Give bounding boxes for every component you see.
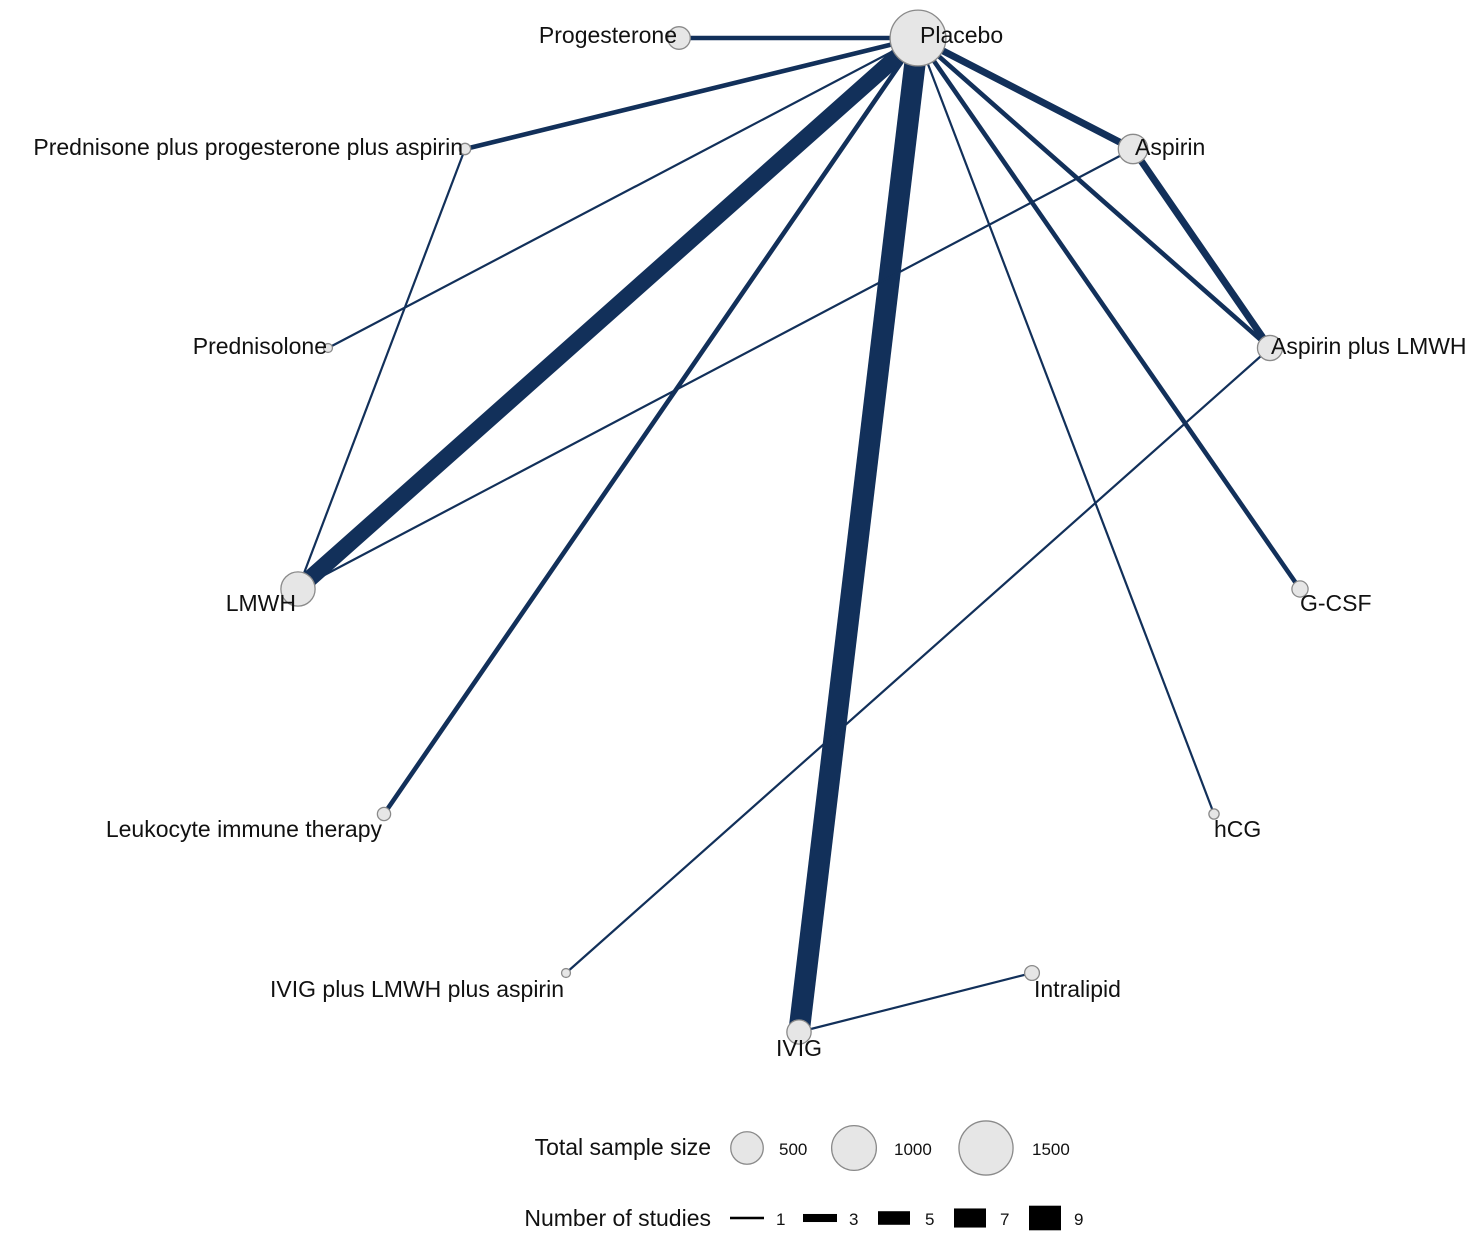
studies-legend-mark-3 — [803, 1213, 837, 1223]
studies-legend-mark-9 — [1029, 1205, 1061, 1231]
studies-legend-mark-1 — [730, 1216, 764, 1220]
size-legend-circle-1000 — [830, 1124, 878, 1172]
studies-legend-label-1: 1 — [776, 1210, 785, 1229]
node-label-gcsf: G-CSF — [1300, 590, 1372, 616]
node-prednisolone — [322, 342, 334, 354]
size-legend-circle-500 — [730, 1131, 764, 1165]
size-legend-label-500: 500 — [779, 1140, 807, 1159]
size-legend-label-1000: 1000 — [894, 1140, 932, 1159]
node-label-ivig: IVIG — [776, 1035, 822, 1061]
node-label-leuko: Leukocyte immune therapy — [106, 816, 383, 842]
studies-legend-title: Number of studies — [524, 1205, 711, 1231]
node-hcg — [1208, 808, 1220, 820]
edge-asp_lmwh-ivig_lmwh_asp — [565, 347, 1271, 974]
node-intralipid — [1023, 964, 1041, 982]
edge-ppa-lmwh — [296, 148, 467, 590]
edge-placebo-gcsf — [916, 36, 1302, 591]
node-label-lmwh: LMWH — [226, 590, 296, 616]
node-label-aspirin: Aspirin — [1135, 134, 1205, 160]
edge-aspirin-asp_lmwh — [1130, 147, 1273, 350]
nodes-layer — [280, 9, 1309, 1045]
node-label-asp_lmwh: Aspirin plus LMWH — [1271, 333, 1467, 359]
edge-placebo-asp_lmwh — [916, 36, 1272, 350]
node-ivig — [786, 1019, 812, 1045]
edges-layer — [292, 31, 1302, 1034]
node-label-ppa: Prednisone plus progesterone plus aspiri… — [33, 134, 463, 160]
studies-legend-label-5: 5 — [925, 1210, 934, 1229]
studies-legend-mark-5 — [878, 1211, 910, 1225]
edge-placebo-ppa — [464, 35, 919, 152]
node-ivig_lmwh_asp — [560, 967, 572, 979]
node-ppa — [458, 142, 472, 156]
node-asp_lmwh — [1256, 334, 1284, 362]
legend: Total sample size 500 1000 1500 Number of … — [524, 1120, 1083, 1231]
node-gcsf — [1291, 580, 1309, 598]
node-progesterone — [667, 26, 691, 50]
studies-legend-label-7: 7 — [1000, 1210, 1009, 1229]
node-label-hcg: hCG — [1214, 816, 1261, 842]
node-label-prednisolone: Prednisolone — [193, 333, 327, 359]
studies-legend-label-3: 3 — [849, 1210, 858, 1229]
node-label-placebo: Placebo — [920, 22, 1003, 48]
studies-legend-mark-7 — [954, 1208, 986, 1228]
node-label-intralipid: Intralipid — [1034, 976, 1121, 1002]
studies-legend-label-9: 9 — [1074, 1210, 1083, 1229]
node-label-ivig_lmwh_asp: IVIG plus LMWH plus aspirin — [270, 976, 564, 1002]
edge-placebo-prednisolone — [327, 37, 919, 349]
size-legend-circle-1500 — [958, 1120, 1014, 1176]
node-lmwh — [280, 571, 316, 607]
node-label-progesterone: Progesterone — [539, 22, 677, 48]
edge-placebo-ivig — [788, 36, 929, 1034]
node-aspirin — [1117, 133, 1149, 165]
edge-placebo-hcg — [916, 37, 1216, 815]
node-placebo — [889, 9, 947, 67]
studies-legend-items: 1 3 5 7 9 — [730, 1205, 1083, 1231]
edge-placebo-leuko — [382, 36, 920, 816]
node-leuko — [376, 806, 392, 822]
size-legend-items: 500 1000 1500 — [730, 1120, 1070, 1176]
edge-ivig-intralipid — [798, 971, 1033, 1034]
edge-aspirin-lmwh — [297, 148, 1134, 590]
edge-placebo-aspirin — [916, 34, 1135, 153]
size-legend-title: Total sample size — [535, 1134, 711, 1160]
size-legend-label-1500: 1500 — [1032, 1140, 1070, 1159]
edge-placebo-lmwh — [292, 31, 924, 596]
